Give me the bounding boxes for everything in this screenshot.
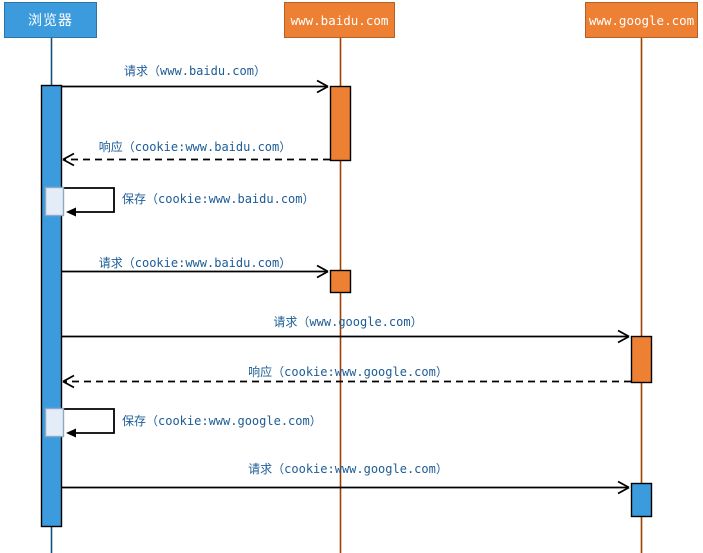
activation-bar-act-baidu-1: [329, 85, 352, 162]
message-msg-1: [61, 79, 329, 94]
message-label-msg-1: 请求（www.baidu.com）: [124, 64, 266, 78]
message-msg-6: [62, 374, 631, 389]
message-msg-3: [63, 187, 115, 217]
message-label-msg-3: 保存（cookie:www.baidu.com）: [122, 192, 315, 206]
participant-label-browser: 浏览器: [28, 13, 73, 29]
activations-group: [40, 84, 653, 528]
message-label-msg-7: 保存（cookie:www.google.com）: [122, 414, 322, 428]
participant-box-google[interactable]: www.google.com: [585, 2, 698, 38]
message-msg-2: [62, 152, 330, 167]
message-msg-4: [61, 264, 329, 279]
message-label-msg-4: 请求（cookie:www.baidu.com）: [98, 256, 292, 270]
messages-group: [61, 79, 631, 495]
activation-bar-act-google-1: [630, 335, 653, 384]
activation-bar-act-baidu-2: [329, 269, 352, 294]
message-msg-7: [63, 408, 115, 438]
message-msg-5: [61, 329, 630, 344]
message-msg-8: [61, 480, 630, 495]
activation-bar-act-google-2: [630, 482, 653, 518]
activation-bar-act-browser-self-1: [44, 186, 65, 217]
message-label-msg-8: 请求（cookie:www.google.com）: [248, 462, 448, 476]
message-label-msg-2: 响应（cookie:www.baidu.com）: [98, 140, 292, 154]
participant-box-browser[interactable]: 浏览器: [4, 2, 97, 38]
participant-box-baidu[interactable]: www.baidu.com: [284, 2, 395, 38]
participant-label-google: www.google.com: [588, 12, 695, 28]
message-label-msg-6: 响应（cookie:www.google.com）: [248, 365, 448, 379]
activation-bar-act-browser-main: [40, 84, 63, 528]
participant-label-baidu: www.baidu.com: [290, 12, 389, 28]
activation-bar-act-browser-self-2: [44, 407, 65, 438]
message-label-msg-5: 请求（www.google.com）: [273, 315, 423, 329]
